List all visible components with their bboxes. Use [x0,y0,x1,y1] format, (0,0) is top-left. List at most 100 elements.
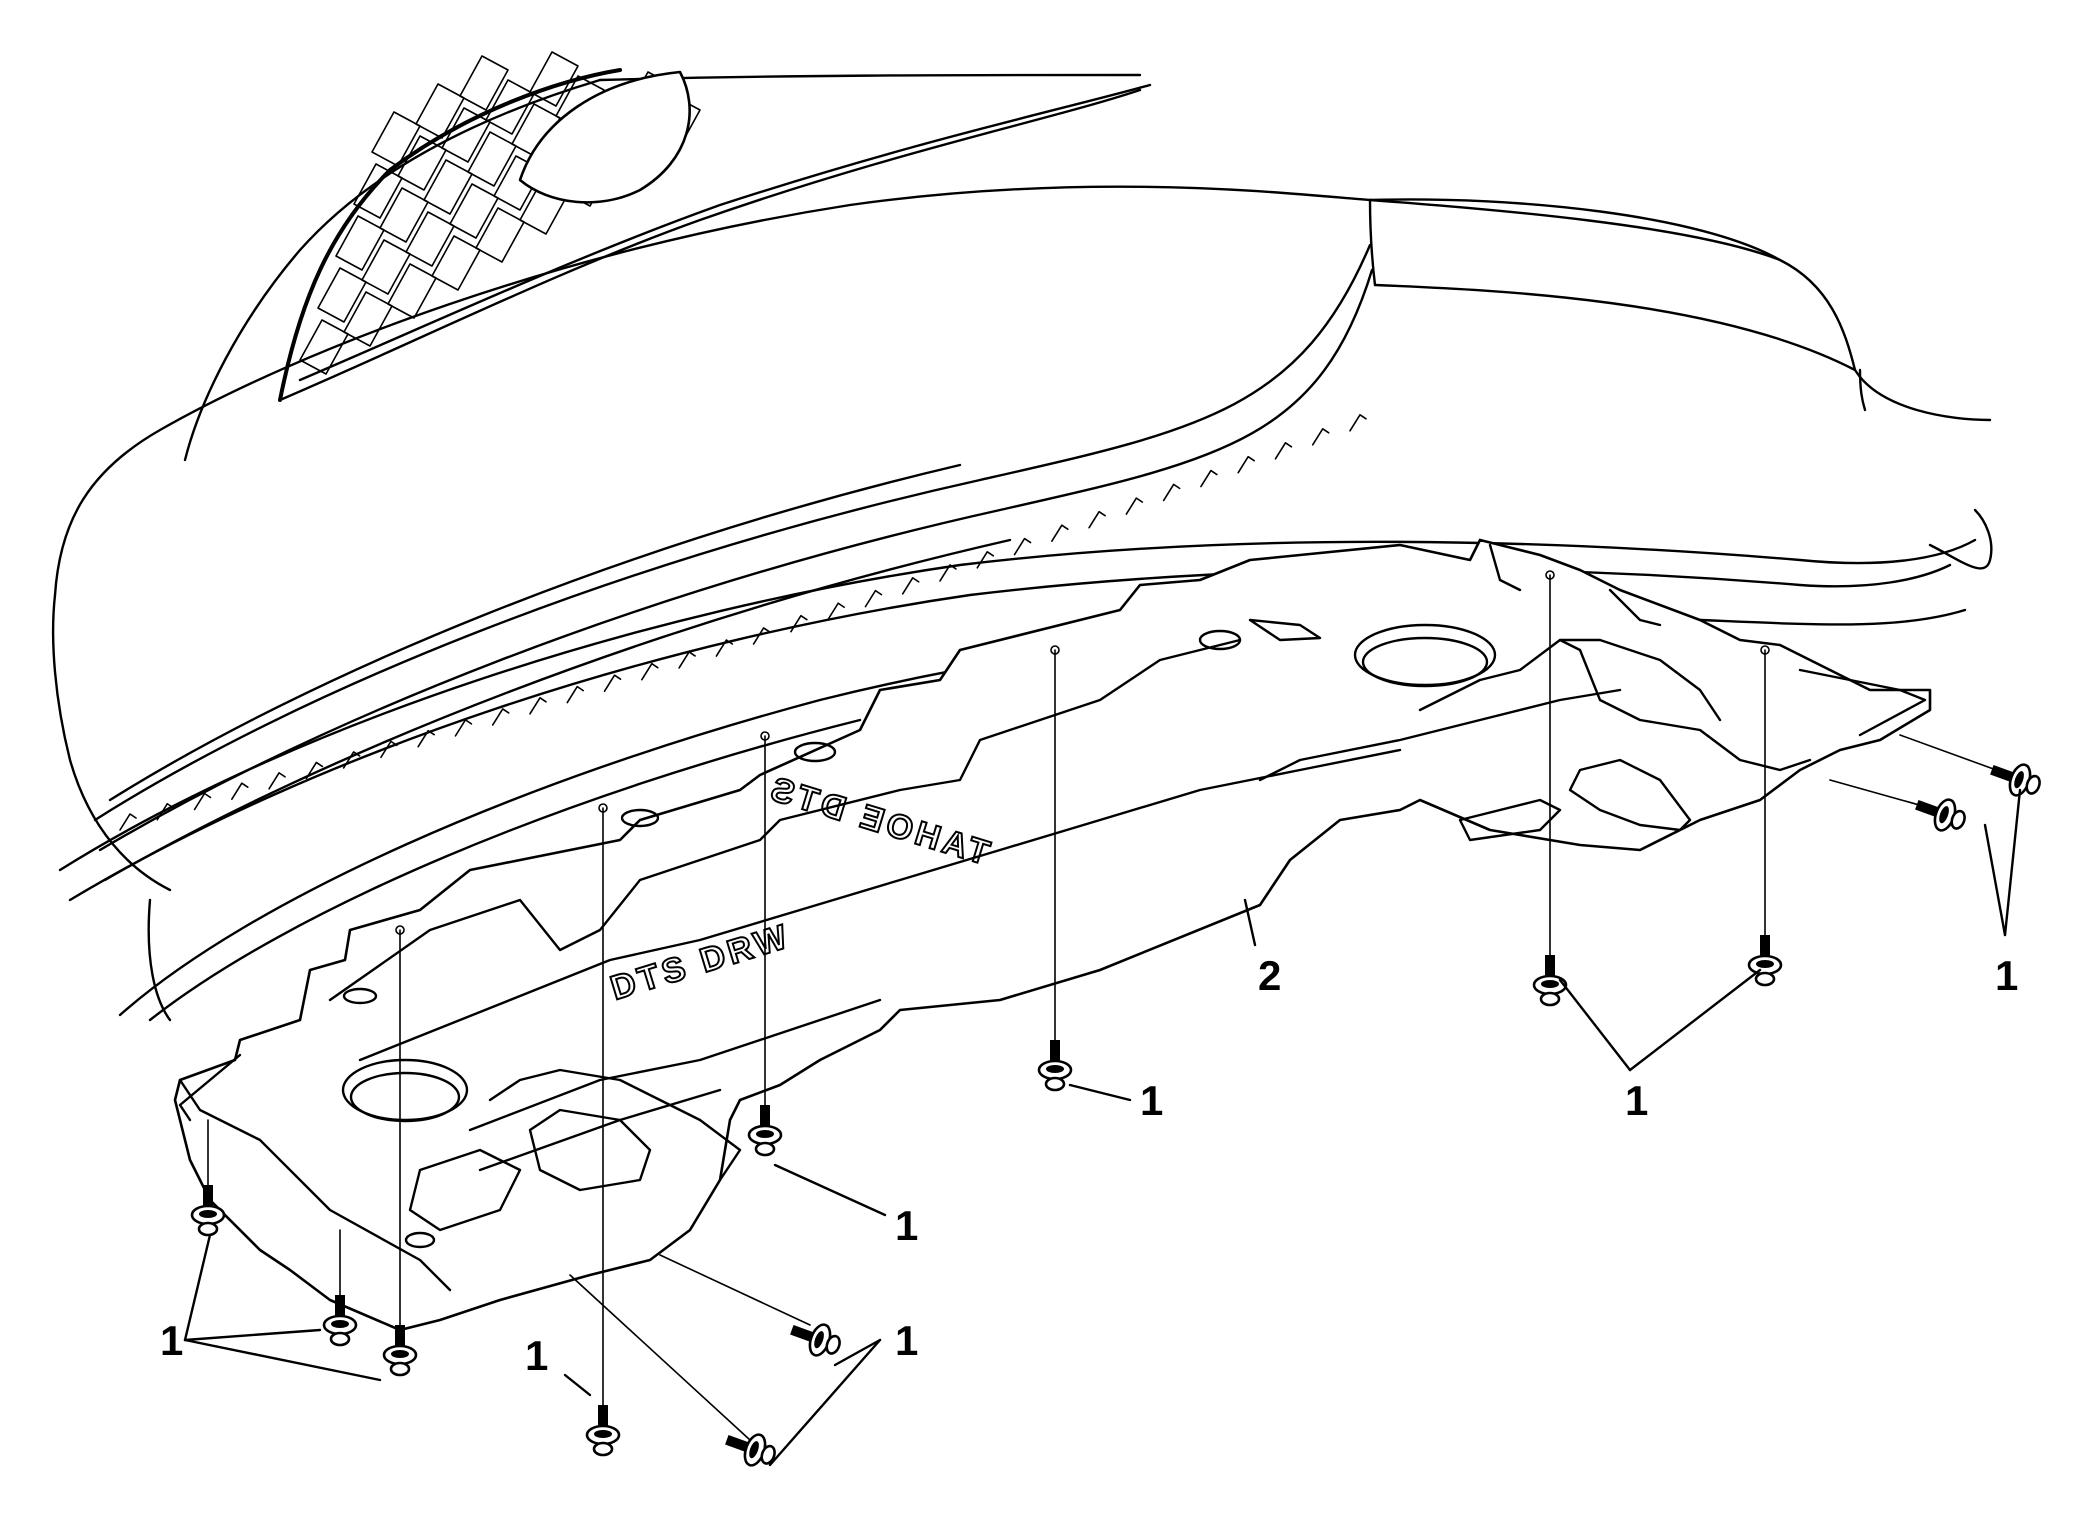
retainer-washer [1539,991,1561,1007]
push-pin-retainer [1990,763,2041,797]
slat-tooth [790,614,808,633]
slat-tooth [939,564,957,582]
slat-tooth [268,772,286,790]
push-pin-retainer [322,1295,358,1347]
grille-cell [529,51,579,107]
callout-air-deflector: 2 [1258,952,1281,999]
grille-cell [353,163,403,219]
callout-retainers-right-pair: 1 [1625,1077,1648,1124]
grille-cell [335,215,385,271]
slat-tooth [342,751,361,769]
slat-tooth [1051,524,1069,543]
retainer-washer [825,1334,841,1355]
retainer-cap [391,1350,409,1358]
grille-cell [415,83,465,139]
grille-cell [299,319,349,375]
retainer-cap [814,1331,824,1349]
slat-tooth [827,602,845,621]
slat-tooth [1349,414,1367,432]
push-pin-retainer [790,1323,841,1357]
retainer-cap [2014,771,2024,789]
retainer-shank [760,1105,770,1131]
grille-cell [343,291,393,347]
grille-cell [317,267,367,323]
slat-tooth [641,662,659,681]
slat-tooth [156,802,175,821]
callout-retainers-bottom-right: 1 [895,1317,918,1364]
retainer-shank [1760,935,1770,961]
callout-retainer-mid-left: 1 [895,1202,918,1249]
grille-cell [423,159,473,215]
retainer-shank [395,1325,405,1351]
slat-tooth [1200,469,1218,488]
slat-tooth [1311,428,1330,446]
slat-tooth [1162,483,1181,502]
callout-retainers-far-right: 1 [1995,952,2018,999]
slat-tooth [1274,441,1293,460]
grille-cell [449,183,499,239]
retainer-cap [331,1320,349,1328]
retainer-washer [1754,971,1776,987]
slat-tooth [603,674,622,693]
lower-grille-slats [93,243,1374,882]
retainer-shank [335,1295,345,1321]
slat-tooth [119,813,137,831]
retainer-cap [199,1210,217,1218]
slat-tooth [454,719,473,737]
slat-tooth [529,697,547,715]
retainer-washer [754,1141,776,1157]
retainer-washer [1044,1076,1066,1092]
push-pin-retainer [382,1325,418,1377]
slat-tooth [752,627,771,645]
grille-cell [459,55,509,111]
grille-cell [405,211,455,267]
push-pin-retainer [747,1105,783,1157]
air-deflector-panel: DTS DRW TAHOE DTS [173,538,1932,1332]
retainer-washer [329,1331,351,1347]
callout-labels: 1 1 1 1 1 1 1 2 [160,952,2018,1379]
push-pin-retainer [1747,935,1783,987]
retainer-cap [594,1430,612,1438]
push-pin-retainer [725,1433,776,1467]
retainer-cap [1756,960,1774,968]
slat-tooth [231,782,249,800]
callout-retainer-mid-right: 1 [1140,1077,1163,1124]
retainer-cap [749,1441,759,1459]
slat-tooth [901,577,920,595]
callout-retainer-bottom-left: 1 [525,1332,548,1379]
slat-tooth [1013,537,1032,556]
retainer-cap [1939,806,1949,824]
grille-cell [387,263,437,319]
push-pin-retainer [1532,955,1568,1007]
retainer-shank [203,1185,213,1211]
slat-tooth [566,685,585,704]
push-pin-retainer [585,1405,621,1457]
push-pin-retainers [190,763,2041,1467]
slat-tooth [864,589,883,608]
slat-tooth [678,651,696,669]
fastener-guide-lines [207,570,2011,1441]
retainer-washer [1950,809,1966,830]
retainer-cap [756,1130,774,1138]
push-pin-retainer [1037,1040,1073,1092]
callout-retainers-left-group: 1 [160,1317,183,1364]
grille-cell [361,239,411,295]
retainer-cap [1541,980,1559,988]
retainer-washer [760,1444,776,1465]
grille-cell [379,187,429,243]
grille-mesh [278,51,1152,402]
slat-tooth [380,740,398,759]
retainer-washer [389,1361,411,1377]
retainer-washer [592,1441,614,1457]
slat-tooth [305,761,324,780]
grille-cell [485,79,535,135]
grille-cell [467,131,517,187]
slat-tooth [1237,455,1255,474]
slat-tooth [1088,510,1106,529]
grille-cell [431,235,481,291]
grille-cell [475,207,525,263]
retainer-shank [1050,1040,1060,1066]
leader-lines [183,788,2022,1467]
